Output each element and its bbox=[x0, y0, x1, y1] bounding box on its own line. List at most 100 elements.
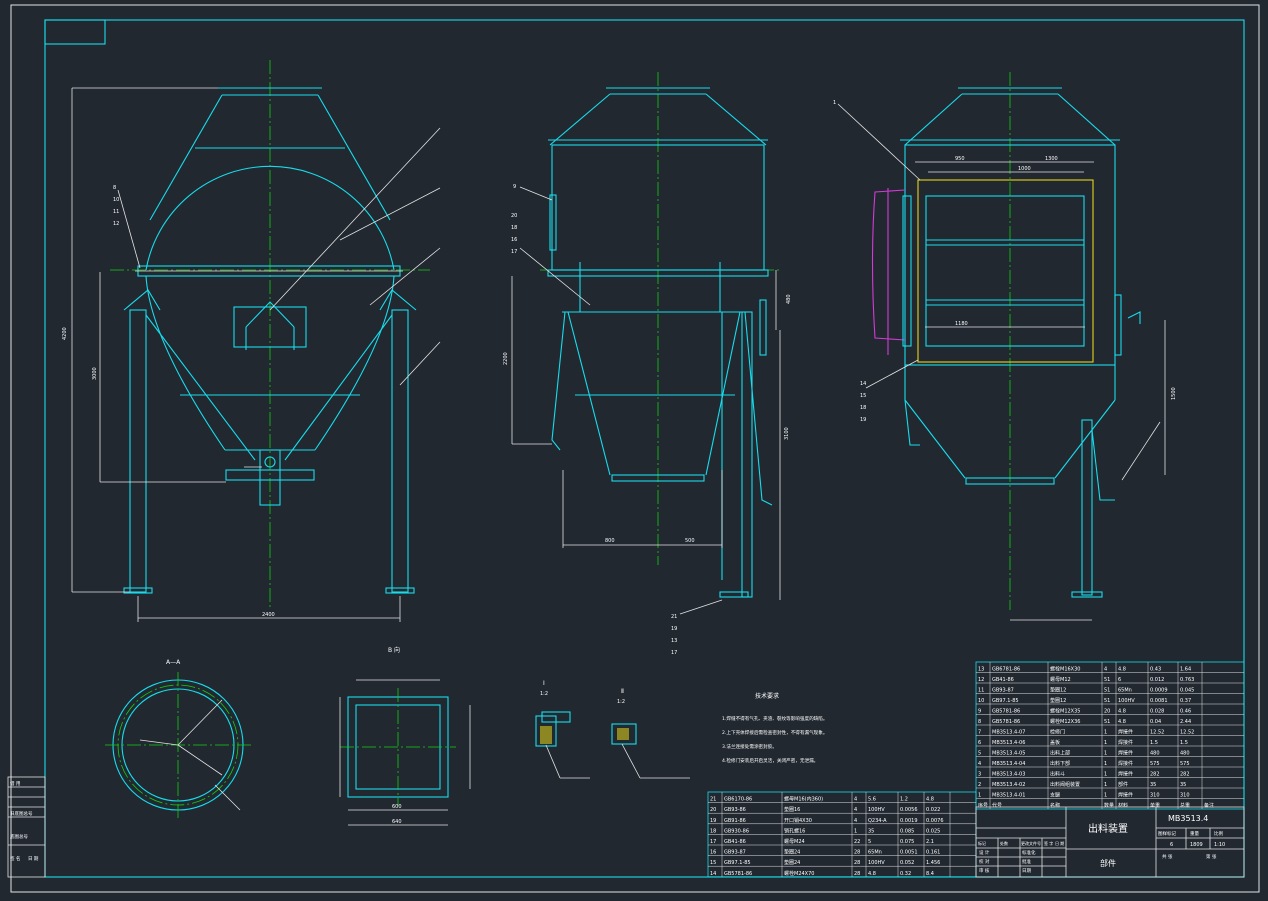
detail-views bbox=[535, 711, 690, 779]
dim-4200: 4200 bbox=[62, 327, 68, 340]
parts-upper-cell: 100HV bbox=[1118, 698, 1135, 704]
side-stamp-block: 借 用 旧底图总号 底图总号 签 名 日 期 bbox=[7, 776, 46, 878]
dim-2400: 2400 bbox=[262, 612, 275, 618]
parts-upper-cell: 282 bbox=[1150, 772, 1160, 778]
parts-upper-cell: 51 bbox=[1104, 688, 1110, 694]
parts-upper-cell: 1 bbox=[1104, 793, 1107, 799]
parts-lower-cell: GB97.1-85 bbox=[724, 860, 751, 866]
parts-lower-cell: 0.052 bbox=[900, 860, 914, 866]
parts-lower-cell: 15 bbox=[710, 860, 716, 866]
parts-upper-cell: 0.04 bbox=[1150, 719, 1161, 725]
parts-upper-cell: 焊接件 bbox=[1118, 750, 1133, 757]
svg-text:14: 14 bbox=[860, 381, 866, 387]
parts-lower-cell: Q234-A bbox=[868, 818, 887, 824]
parts-upper-header-cell: 材料 bbox=[1118, 802, 1128, 809]
parts-lower-cell: 0.0076 bbox=[926, 818, 944, 824]
parts-upper-cell: MB3513.4-01 bbox=[992, 793, 1025, 799]
parts-upper-cell: 0.763 bbox=[1180, 677, 1194, 683]
parts-upper-cell: 3 bbox=[978, 772, 981, 778]
parts-lower-cell: 1.2 bbox=[900, 797, 908, 803]
dim-480: 480 bbox=[786, 294, 792, 304]
parts-upper-cell: GB5781-86 bbox=[992, 719, 1020, 725]
parts-upper-cell: 575 bbox=[1180, 761, 1190, 767]
dim-950: 950 bbox=[955, 156, 965, 162]
parts-upper-cell: 7 bbox=[978, 730, 981, 736]
parts-upper-cell: 310 bbox=[1150, 793, 1160, 799]
parts-lower-cell: 65Mn bbox=[868, 850, 882, 856]
parts-upper-cell: 10 bbox=[978, 698, 984, 704]
svg-text:校 对: 校 对 bbox=[979, 858, 990, 865]
dim-2200: 2200 bbox=[503, 352, 509, 365]
parts-upper-cell: 1.5 bbox=[1150, 740, 1158, 746]
parts-lower-cell: GB6170-86 bbox=[724, 797, 752, 803]
parts-upper-cell: 9 bbox=[978, 709, 981, 715]
dim-1500: 1500 bbox=[1171, 387, 1177, 400]
parts-upper-cell: 51 bbox=[1104, 719, 1110, 725]
parts-upper-cell: 垫圈12 bbox=[1050, 687, 1066, 694]
tech-title: 技术要求 bbox=[755, 692, 779, 700]
parts-upper-cell: 盖板 bbox=[1050, 739, 1060, 746]
parts-upper-cell: 部件 bbox=[1118, 781, 1128, 788]
weight-value: 1809 bbox=[1190, 842, 1203, 848]
svg-text:18: 18 bbox=[511, 225, 517, 231]
parts-lower-cell: 0.0019 bbox=[900, 818, 918, 824]
drawing-frame bbox=[10, 4, 1260, 893]
parts-upper-cell: 2 bbox=[978, 782, 981, 788]
parts-lower-cell: GB93-86 bbox=[724, 807, 746, 813]
svg-text:10: 10 bbox=[113, 197, 119, 203]
dim-600: 600 bbox=[392, 804, 402, 810]
parts-lower-cell: GB93-87 bbox=[724, 850, 746, 856]
parts-upper-header-cell: 代号 bbox=[992, 802, 1002, 809]
parts-upper-cell: 螺栓M12X35 bbox=[1050, 708, 1080, 715]
svg-text:1: 1 bbox=[833, 100, 836, 106]
scale-value: 1:10 bbox=[1214, 842, 1225, 848]
parts-upper-cell: 4.8 bbox=[1118, 719, 1126, 725]
parts-lower-cell: GB930-86 bbox=[724, 828, 749, 834]
parts-upper-cell: 1 bbox=[1104, 751, 1107, 757]
parts-upper-header-cell: 名称 bbox=[1050, 802, 1060, 809]
parts-upper-cell: 0.0009 bbox=[1150, 688, 1168, 694]
parts-upper-cell: 螺栓M12X36 bbox=[1050, 718, 1080, 725]
parts-upper-cell: GB97.1-85 bbox=[992, 698, 1019, 704]
parts-upper-header-cell: 序号 bbox=[978, 802, 988, 809]
parts-lower-cell: 垫圈16 bbox=[784, 806, 800, 813]
svg-text:13: 13 bbox=[671, 638, 677, 644]
dim-1180: 1180 bbox=[955, 321, 968, 327]
parts-upper-cell: 出料阀组装置 bbox=[1050, 781, 1080, 788]
scale-hdr: 比例 bbox=[1214, 830, 1223, 837]
parts-upper-cell: 1 bbox=[978, 793, 981, 799]
parts-upper-cell: 575 bbox=[1150, 761, 1160, 767]
section-aa-flange bbox=[105, 672, 251, 818]
dim-3100: 3100 bbox=[784, 427, 790, 440]
parts-lower-cell: 5.6 bbox=[868, 797, 876, 803]
parts-upper-cell: 焊接件 bbox=[1118, 760, 1133, 767]
parts-lower-cell: 22 bbox=[854, 839, 860, 845]
parts-upper-cell: 4.8 bbox=[1118, 667, 1126, 673]
parts-lower-cell: 8.4 bbox=[926, 871, 934, 877]
parts-upper-cell: 8 bbox=[978, 719, 981, 725]
technical-requirements: 技术要求 1.焊缝不得有气孔、夹渣、裂纹等影响强度的缺陷。 2.上下壳体焊接后需… bbox=[722, 692, 827, 764]
tech-line-2: 2.上下壳体焊接后需检查密封性，不得有漏气现象。 bbox=[722, 729, 827, 736]
parts-upper-cell: 1.64 bbox=[1180, 667, 1191, 673]
svg-text:12: 12 bbox=[113, 221, 119, 227]
parts-lower-cell: GB5781-86 bbox=[724, 871, 752, 877]
front-view bbox=[71, 60, 441, 622]
svg-text:批准: 批准 bbox=[1022, 858, 1031, 865]
parts-lower-cell: 螺母M16(内360) bbox=[784, 796, 823, 803]
parts-upper-cell: 支腿 bbox=[1050, 792, 1060, 799]
drawing-name: 出料装置 bbox=[1088, 822, 1128, 835]
parts-upper-header-cell: 数量 bbox=[1104, 802, 1114, 809]
parts-upper-header-cell: 备注 bbox=[1204, 802, 1214, 809]
parts-upper-cell: 0.46 bbox=[1180, 709, 1191, 715]
parts-lower-cell: 垫圈24 bbox=[784, 859, 800, 866]
parts-upper-cell: 6 bbox=[1118, 677, 1121, 683]
parts-upper-cell: 12.52 bbox=[1150, 730, 1164, 736]
parts-upper-cell: MB3513.4-06 bbox=[992, 740, 1025, 746]
svg-text:8: 8 bbox=[113, 185, 116, 191]
parts-lower-cell: 4 bbox=[854, 807, 857, 813]
parts-upper-cell: 2.44 bbox=[1180, 719, 1191, 725]
parts-upper-cell: 1 bbox=[1104, 740, 1107, 746]
parts-lower-cell: 0.022 bbox=[926, 807, 940, 813]
